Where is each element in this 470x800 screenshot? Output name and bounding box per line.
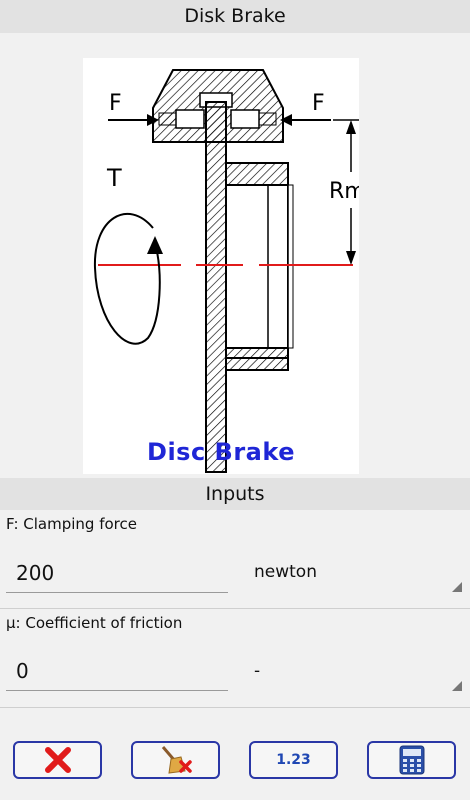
force-label-left: F (109, 91, 122, 116)
clear-inputs-button[interactable] (131, 741, 220, 779)
calculate-button[interactable] (367, 741, 456, 779)
clamping-force-label: F: Clamping force (6, 515, 137, 533)
pad-right (230, 109, 260, 129)
clamping-force-unit-select[interactable]: newton (244, 552, 466, 592)
close-icon (44, 747, 71, 773)
divider (0, 707, 470, 708)
dropdown-corner-icon (452, 582, 462, 592)
figure-area: F F Rm T Disc Brake (0, 33, 470, 478)
dropdown-corner-icon (452, 681, 462, 691)
disc-brake-drawing: F F Rm T (93, 69, 366, 473)
friction-coefficient-input[interactable] (6, 651, 228, 691)
app-title: Disk Brake (184, 5, 286, 27)
hub-bottom (225, 347, 289, 371)
friction-coefficient-unit-select[interactable]: - (244, 651, 466, 691)
clear-broom-icon (161, 746, 192, 774)
diagram-title: Disc Brake (147, 438, 295, 466)
torque-arrow (93, 212, 161, 345)
inputs-section-header: Inputs (0, 478, 470, 510)
cancel-button[interactable] (13, 741, 102, 779)
number-format-button[interactable]: 1.23 (249, 741, 338, 779)
app-title-bar: Disk Brake (0, 0, 470, 33)
calculator-icon (399, 745, 424, 775)
divider (0, 608, 470, 609)
clamping-force-unit-value: newton (254, 562, 317, 582)
force-label-right: F (312, 91, 325, 116)
torque-label: T (106, 164, 122, 192)
hub-top (225, 162, 289, 186)
friction-coefficient-label: μ: Coefficient of friction (6, 614, 183, 632)
disc-brake-diagram: F F Rm T Disc Brake (83, 58, 366, 474)
pad-left (175, 109, 205, 129)
disc (205, 101, 227, 473)
inputs-section-title: Inputs (205, 483, 265, 505)
clamping-force-input[interactable] (6, 553, 228, 593)
number-format-icon: 1.23 (276, 752, 311, 768)
radius-label: Rm (329, 179, 359, 204)
friction-coefficient-unit-value: - (254, 661, 261, 681)
